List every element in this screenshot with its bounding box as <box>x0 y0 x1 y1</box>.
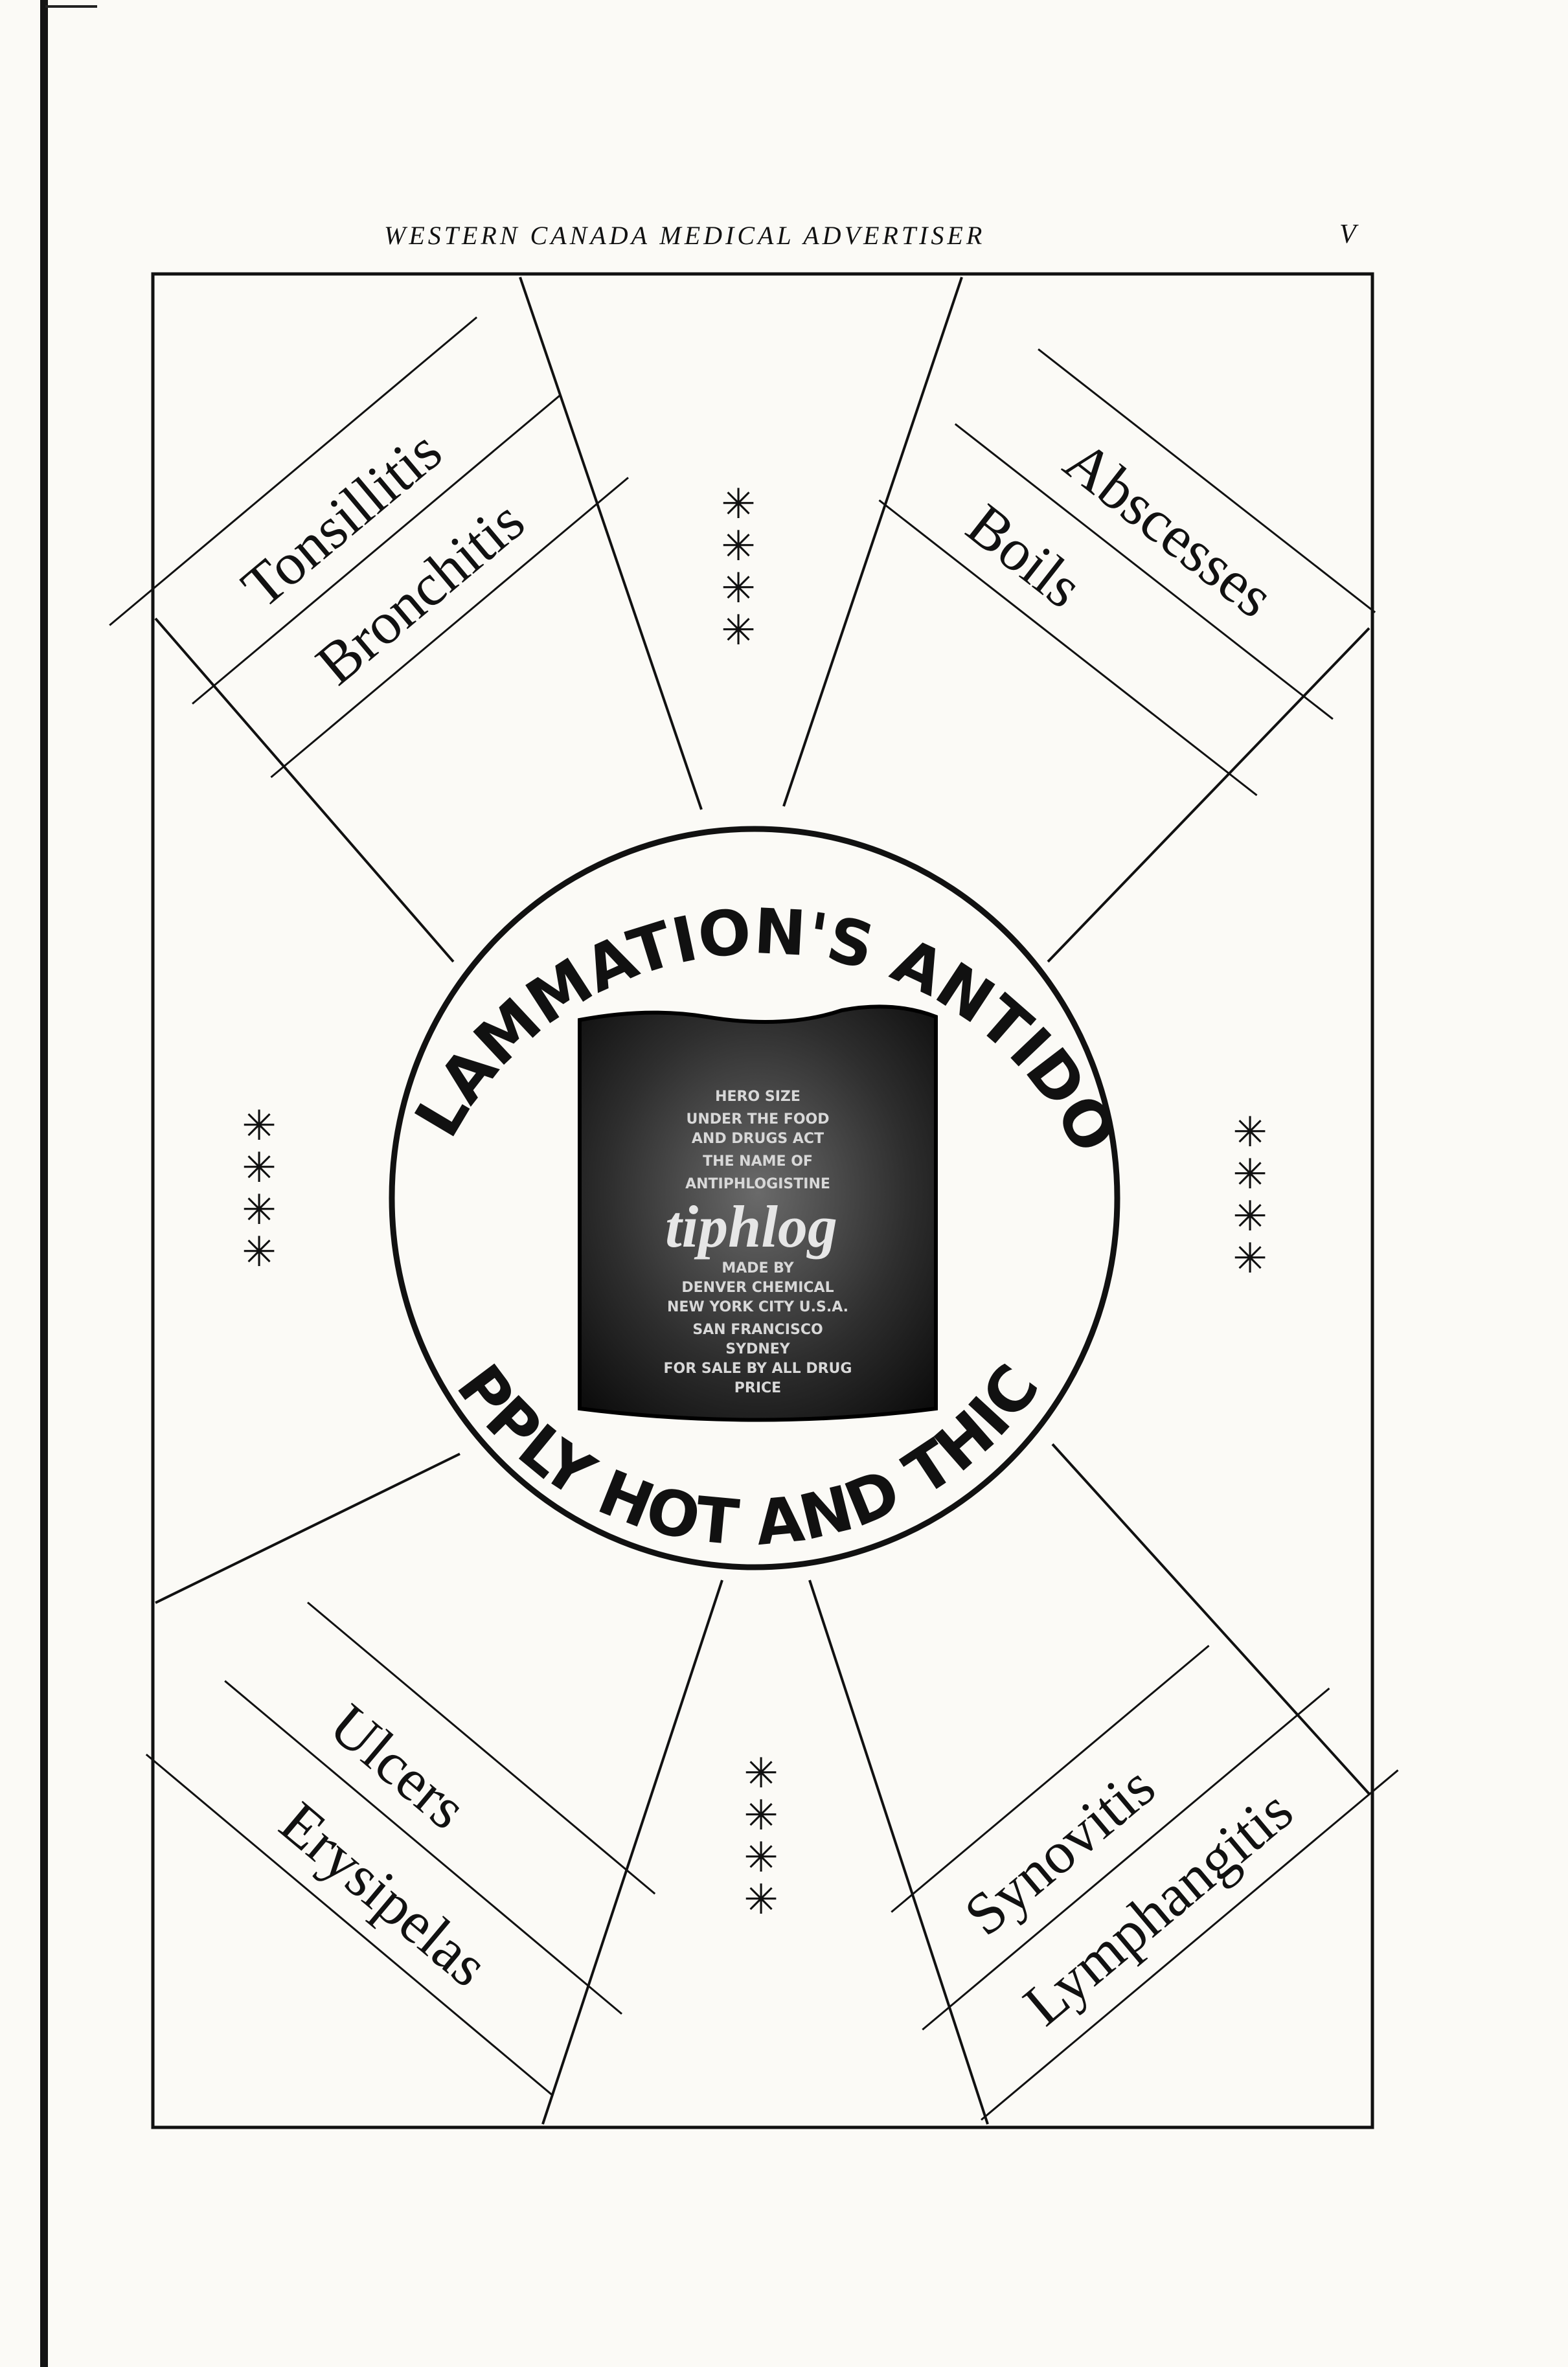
label-group-bottom-left: Ulcers Erysipelas <box>145 1602 656 2097</box>
star-glyph: ✳ <box>1233 1151 1267 1199</box>
star-glyph: ✳ <box>744 1834 778 1882</box>
stars-left: ✳ ✳ ✳ ✳ <box>242 1102 277 1276</box>
star-glyph: ✳ <box>721 565 756 613</box>
radiating-lines <box>154 277 1370 2125</box>
can-line: AND DRUGS ACT <box>692 1131 824 1147</box>
product-can-image: HERO SIZE UNDER THE FOOD AND DRUGS ACT T… <box>578 1004 938 1422</box>
stars-top: ✳ ✳ ✳ ✳ <box>721 481 756 655</box>
star-glyph: ✳ <box>242 1186 277 1234</box>
can-line: FOR SALE BY ALL DRUG <box>664 1361 852 1377</box>
can-line: SAN FRANCISCO <box>692 1322 823 1338</box>
can-line: HERO SIZE <box>715 1089 801 1105</box>
label-abscesses: Abscesses <box>1052 427 1286 630</box>
can-line: MADE BY <box>722 1260 794 1276</box>
star-glyph: ✳ <box>242 1229 277 1276</box>
can-line: THE NAME OF <box>703 1153 813 1170</box>
star-glyph: ✳ <box>744 1750 778 1798</box>
can-line: DENVER CHEMICAL <box>681 1280 834 1296</box>
star-glyph: ✳ <box>721 607 756 655</box>
label-boils: Boils <box>955 491 1095 620</box>
can-line: NEW YORK CITY U.S.A. <box>667 1299 848 1315</box>
star-glyph: ✳ <box>721 523 756 571</box>
star-glyph: ✳ <box>744 1876 778 1924</box>
star-glyph: ✳ <box>1233 1235 1267 1283</box>
star-glyph: ✳ <box>242 1144 277 1192</box>
can-line: ANTIPHLOGISTINE <box>685 1176 830 1192</box>
star-glyph: ✳ <box>721 481 756 528</box>
label-group-top-left: Tonsillitis Bronchitis <box>109 316 629 778</box>
stars-bottom: ✳ ✳ ✳ ✳ <box>744 1750 778 1924</box>
star-glyph: ✳ <box>1233 1109 1267 1157</box>
star-glyph: ✳ <box>1233 1193 1267 1241</box>
can-line: PRICE <box>734 1380 781 1396</box>
central-medallion <box>389 826 1120 1570</box>
stars-right: ✳ ✳ ✳ ✳ <box>1233 1109 1267 1283</box>
slogan-top-arc: INFLAMMATION'S ANTIDOTE <box>0 0 1131 1164</box>
star-glyph: ✳ <box>242 1102 277 1150</box>
ad-frame <box>151 272 1374 2129</box>
running-header: WESTERN CANADA MEDICAL ADVERTISER <box>384 221 986 250</box>
page-number: V <box>1339 220 1356 249</box>
label-group-bottom-right: Synovitis Lymphangitis <box>891 1644 1399 2121</box>
label-erysipelas: Erysipelas <box>268 1789 501 1999</box>
can-brand-script: tiphlog <box>665 1194 837 1260</box>
label-group-top-right: Abscesses Boils <box>878 348 1376 797</box>
star-glyph: ✳ <box>744 1792 778 1840</box>
book-binding-edge <box>40 0 48 2367</box>
binding-corner-mark <box>45 5 97 8</box>
can-line: UNDER THE FOOD <box>687 1111 830 1127</box>
can-line: SYDNEY <box>725 1341 790 1357</box>
